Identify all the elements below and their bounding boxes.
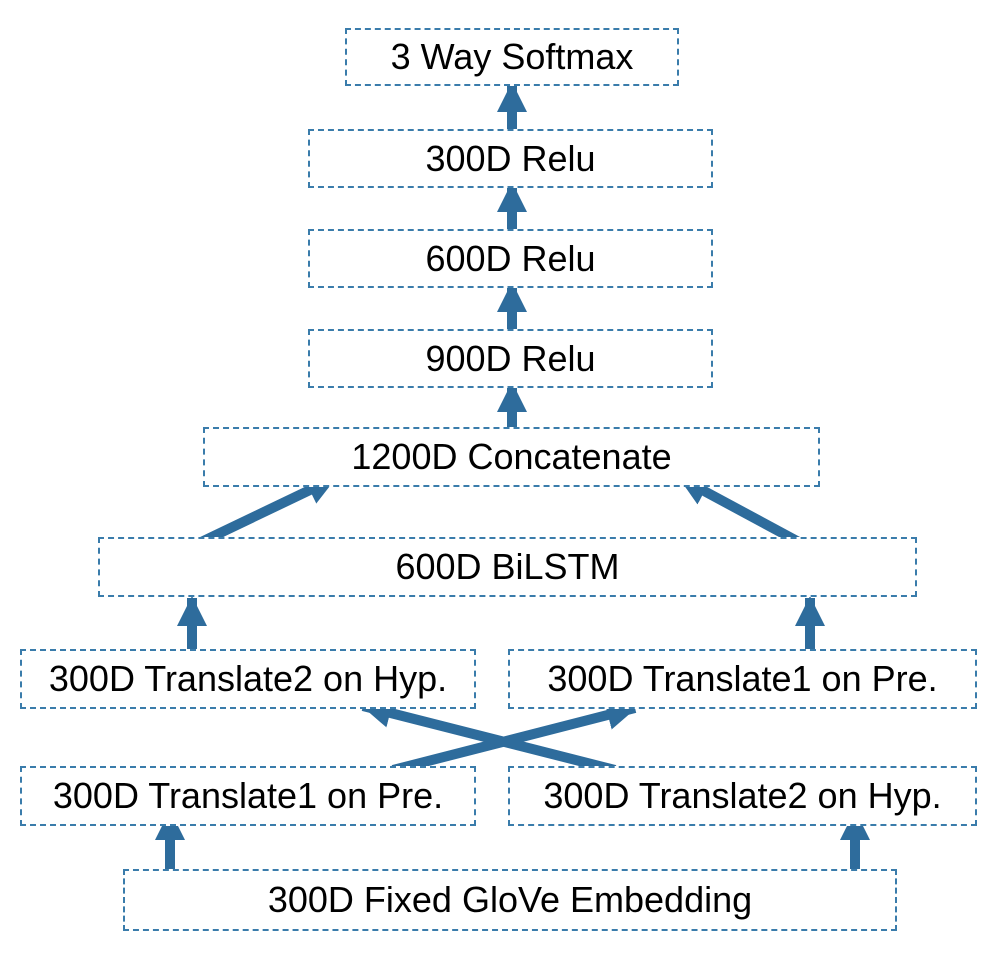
arrow-cross-to-t1pre-top xyxy=(391,700,637,775)
node-translate1-pre-top: 300D Translate1 on Pre. xyxy=(508,649,977,709)
node-translate2-hyp-top: 300D Translate2 on Hyp. xyxy=(20,649,476,709)
node-concat: 1200D Concatenate xyxy=(203,427,820,487)
node-softmax: 3 Way Softmax xyxy=(345,28,679,86)
node-relu900: 900D Relu xyxy=(308,329,713,388)
node-relu300: 300D Relu xyxy=(308,129,713,188)
node-glove: 300D Fixed GloVe Embedding xyxy=(123,869,897,931)
arrow-bilstm-left-to-concat xyxy=(192,473,338,550)
arrow-cross-to-t2hyp-top xyxy=(361,698,617,775)
arrow-bilstm-right-to-concat xyxy=(677,473,813,553)
node-bilstm: 600D BiLSTM xyxy=(98,537,917,597)
node-translate2-hyp-bottom: 300D Translate2 on Hyp. xyxy=(508,766,977,826)
node-translate1-pre-bottom: 300D Translate1 on Pre. xyxy=(20,766,476,826)
node-relu600: 600D Relu xyxy=(308,229,713,288)
